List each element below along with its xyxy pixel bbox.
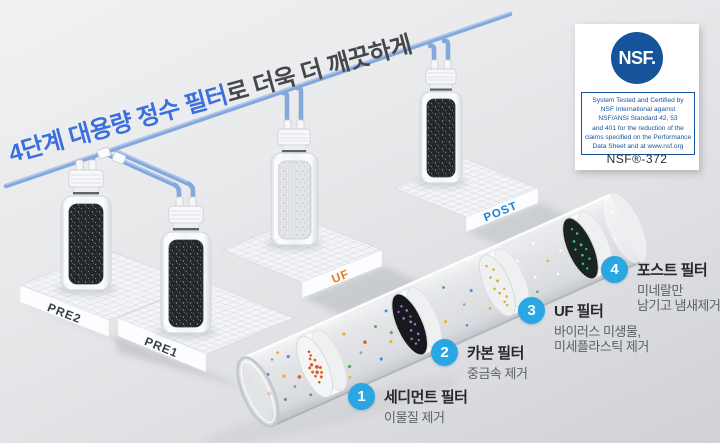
stage-4-label: 4 포스트 필터 미네랄만 남기고 냄새제거 <box>601 256 720 314</box>
pipe-drop-post-a <box>427 43 437 67</box>
platform-uf: UF <box>220 217 384 299</box>
stage-3-text: UF 필터 바이러스 미생물, 미세플라스틱 제거 <box>554 297 649 355</box>
stage-1-title: 세디먼트 필터 <box>384 389 468 406</box>
pipe-drop-post-b <box>441 38 451 67</box>
bottle-uf <box>266 119 322 250</box>
carbon-media-post <box>426 98 456 178</box>
stage-4-title: 포스트 필터 <box>637 262 708 279</box>
nsf-statement-line: claims specified on the Performance <box>584 133 692 141</box>
pipe-branch-pre1-b <box>114 149 196 206</box>
bottle-pre1 <box>156 196 216 338</box>
nsf-statement-line: NSF/ANSI Standard 42, 53 <box>598 115 678 123</box>
carbon-media-pre1 <box>168 239 204 328</box>
stage-3-label: 3 UF 필터 바이러스 미생물, 미세플라스틱 제거 <box>518 297 649 355</box>
bottle-post <box>415 59 467 188</box>
stage-1-label: 1 세디먼트 필터 이물질 제거 <box>348 383 468 425</box>
disc-uf-filter <box>478 247 530 317</box>
water-pipes <box>3 11 513 206</box>
nsf-statement: System Tested and Certified by NSF Inter… <box>581 92 695 156</box>
stage-1-desc: 이물질 제거 <box>384 410 445 425</box>
nsf-certification-badge: NSF. System Tested and Certified by NSF … <box>575 24 699 170</box>
stage-3-title: UF 필터 <box>554 303 604 320</box>
bottle-pre2 <box>56 159 116 295</box>
nsf-logo: NSF. <box>611 32 663 84</box>
pipe-tee-connectors <box>97 146 127 165</box>
stage-1-text: 세디먼트 필터 이물질 제거 <box>384 383 468 425</box>
stage-2-badge: 2 <box>431 339 458 366</box>
nsf-statement-line: System Tested and Certified by <box>592 97 684 104</box>
uf-membrane-media <box>277 160 312 240</box>
nsf-statement-line: Data Sheet and at www.nsf.org <box>592 143 684 151</box>
platform-label-uf: UF <box>330 266 352 286</box>
carbon-media-pre2 <box>68 203 104 285</box>
stage-2-text: 카본 필터 중금속 제거 <box>467 339 528 381</box>
tube-open-end <box>236 356 280 428</box>
pipe-drop-uf-b <box>294 85 304 127</box>
disc-carbon-filter <box>391 287 442 356</box>
stage-4-text: 포스트 필터 미네랄만 남기고 냄새제거 <box>637 256 720 314</box>
pipe-drop-uf-a <box>280 90 290 127</box>
stage-3-desc: 바이러스 미생물, 미세플라스틱 제거 <box>554 324 649 355</box>
pipe-branch-pre1-a <box>101 150 182 206</box>
stage-2-desc: 중금속 제거 <box>467 366 528 381</box>
disc-post-filter <box>561 210 613 280</box>
nsf-logo-text: NSF. <box>618 47 656 68</box>
stage-2-label: 2 카본 필터 중금속 제거 <box>431 339 528 381</box>
nsf-statement-line: NSF International against <box>600 106 676 114</box>
filter-tube <box>236 193 647 428</box>
stage-1-badge: 1 <box>348 383 375 410</box>
disc-sediment-filter <box>296 329 347 398</box>
stage-3-badge: 3 <box>518 297 545 324</box>
stage-2-title: 카본 필터 <box>467 345 524 362</box>
nsf-statement-line: and 401 for the reduction of the <box>592 124 684 132</box>
stage-4-desc: 미네랄만 남기고 냄새제거 <box>637 283 720 314</box>
nsf-standard-number: NSF®-372 <box>606 152 668 166</box>
stage-4-badge: 4 <box>601 256 628 283</box>
pipe-main-line <box>3 11 513 189</box>
